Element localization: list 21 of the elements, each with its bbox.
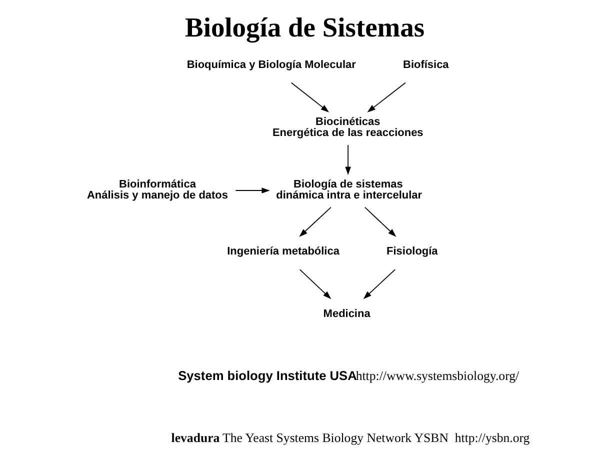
label: levadura: [170, 431, 220, 446]
arrow: [362, 269, 396, 300]
arrow: [298, 206, 331, 237]
node-text: Biofísica: [402, 58, 448, 71]
arrow: [298, 269, 331, 300]
arrow: [344, 144, 350, 175]
label: http://www.systemsbiology.org/: [355, 368, 519, 383]
arrow: [234, 188, 270, 194]
node-text: Biocinéticas Energética de las reacciones: [272, 116, 423, 140]
node-text: Medicina: [322, 308, 370, 320]
node-text: Fisiología: [386, 246, 438, 258]
diagram-title: Biología de Sistemas: [184, 12, 424, 43]
arrow: [290, 82, 329, 112]
arrow: [364, 206, 396, 237]
node-text: Bioquímica y Biología Molecular: [186, 58, 356, 71]
arrow: [366, 82, 406, 112]
node-text: Biología de sistemas dinámica intra e intercelular: [276, 178, 422, 202]
label: System biology Institute USA: [178, 368, 356, 383]
label: The Yeast Systems Biology Network YSBN http://ysbn.org: [222, 431, 530, 446]
node-text: Bioinformática Análisis y manejo de datos: [86, 178, 228, 202]
node-text: Ingeniería metabólica: [226, 246, 339, 258]
